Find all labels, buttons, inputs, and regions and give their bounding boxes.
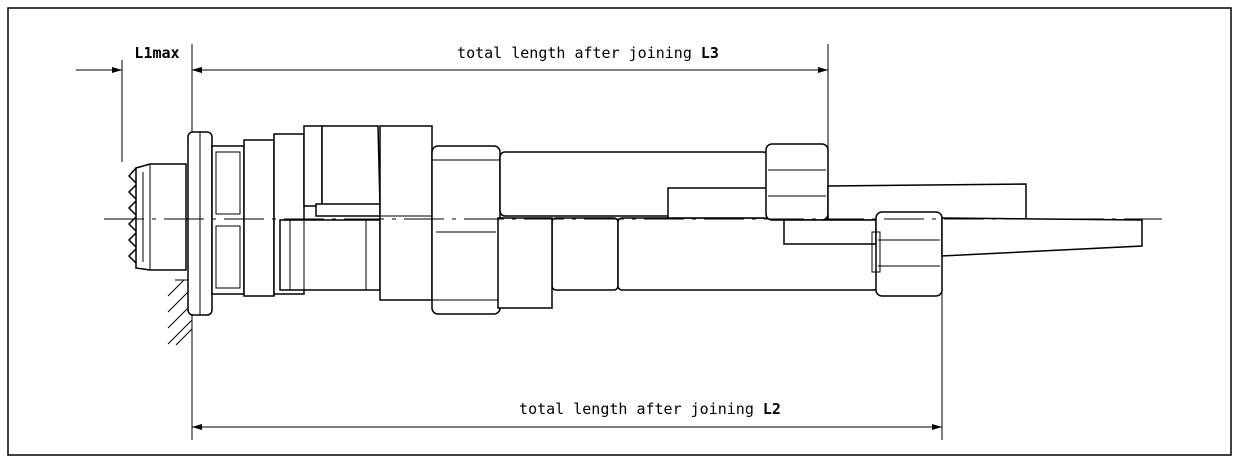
l3-code: L3 <box>701 44 719 62</box>
upper-hex-nut <box>765 143 829 221</box>
cable-boot-lower <box>941 217 1143 257</box>
coupling-nut <box>243 125 433 301</box>
mounting-flange <box>187 131 245 316</box>
lower-hex-nut <box>871 211 943 297</box>
l2-text: total length after joining <box>519 400 763 418</box>
collar <box>783 219 877 245</box>
dimension-l1max: L1max <box>76 44 214 73</box>
connector-rear-contacts <box>127 163 187 271</box>
l2-code: L2 <box>763 400 781 418</box>
l2-label: total length after joining L2 <box>519 400 781 418</box>
l3-text: total length after joining <box>457 44 701 62</box>
hex-body <box>431 145 501 315</box>
dimension-l2: total length after joining L2 <box>192 400 942 430</box>
drawing-frame <box>7 7 1232 456</box>
l1max-label: L1max <box>134 44 179 62</box>
plug-body <box>497 151 879 309</box>
l3-label: total length after joining L3 <box>457 44 719 62</box>
dimension-l3: total length after joining L3 <box>192 44 828 73</box>
